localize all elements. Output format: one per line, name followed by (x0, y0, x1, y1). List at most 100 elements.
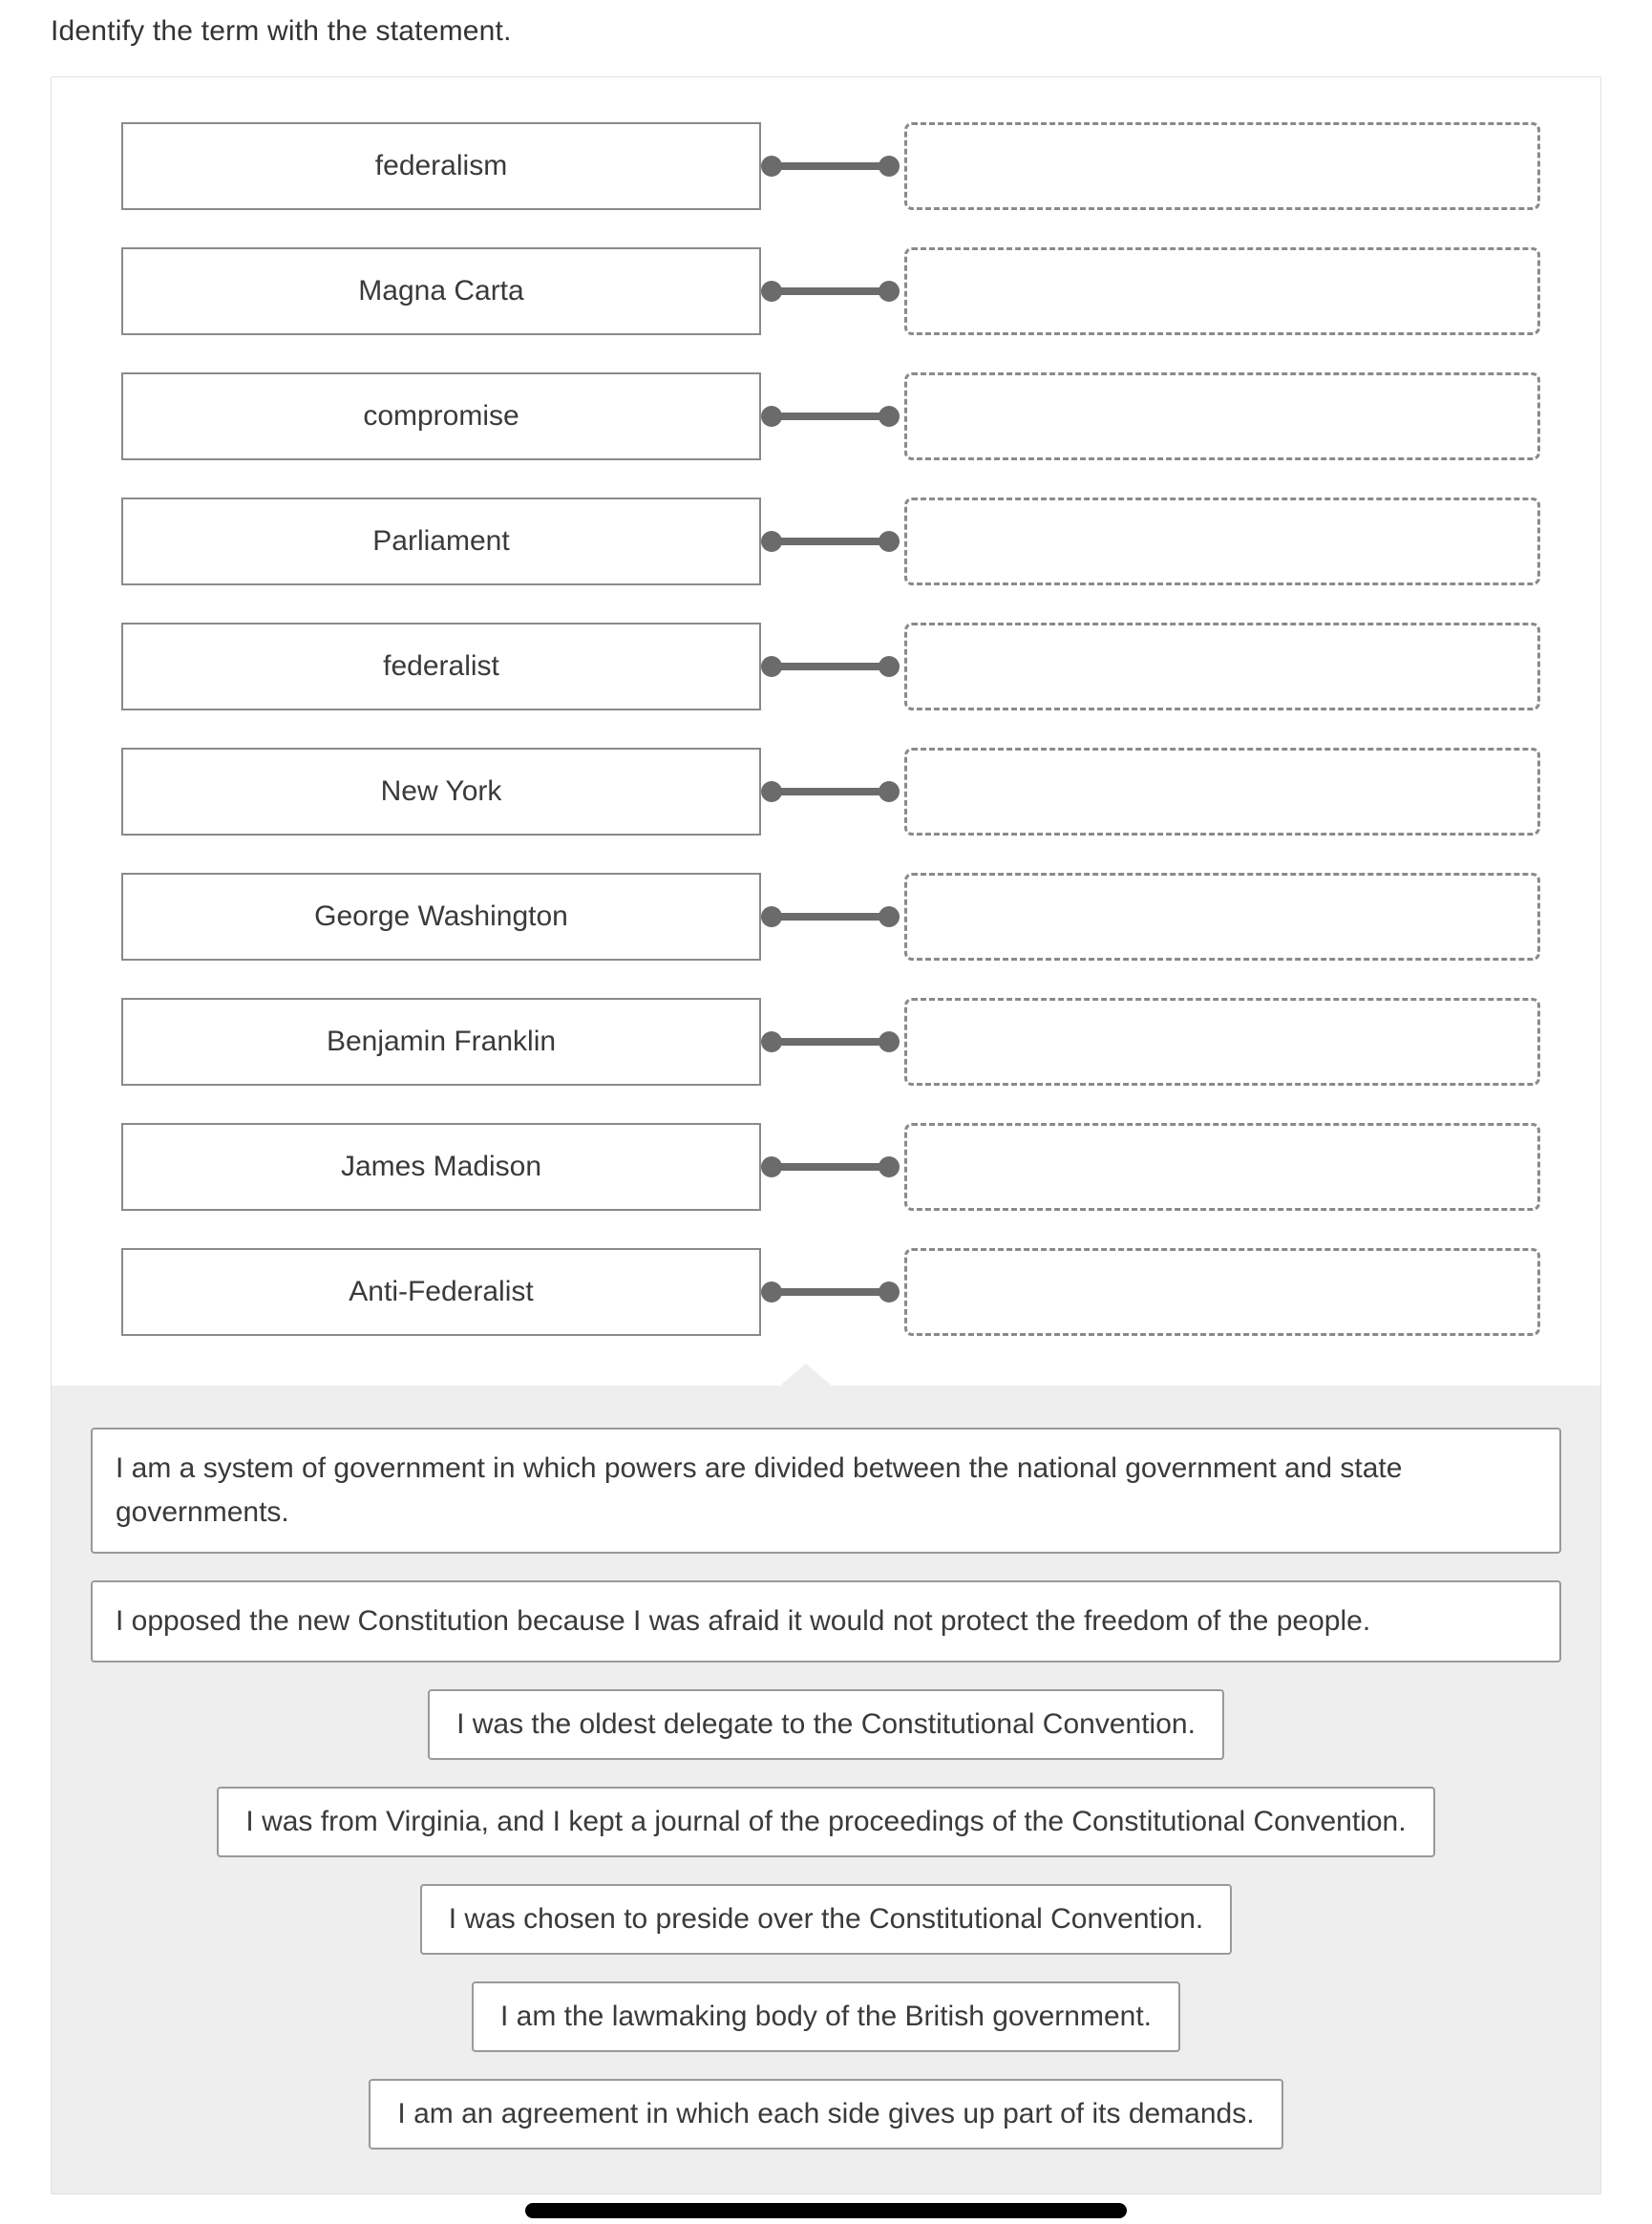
match-connector (761, 998, 904, 1086)
connector-dot-left (761, 156, 782, 177)
connector-dot-right (879, 906, 900, 927)
answer-drop-slot[interactable] (904, 372, 1540, 460)
term-box: federalism (121, 122, 761, 210)
connector-line (772, 1038, 889, 1046)
connector-line (772, 287, 889, 295)
match-connector (761, 498, 904, 585)
connector-dot-right (879, 156, 900, 177)
match-connector (761, 122, 904, 210)
statement-card[interactable]: I opposed the new Constitution because I… (91, 1580, 1561, 1663)
match-connector (761, 372, 904, 460)
connector-line (772, 663, 889, 670)
connector-dot-left (761, 781, 782, 802)
connector-line (772, 788, 889, 795)
match-row: federalist (121, 623, 1600, 710)
connector-dot-right (879, 406, 900, 427)
answer-drop-slot[interactable] (904, 998, 1540, 1086)
term-label: New York (380, 775, 502, 807)
connector-dot-left (761, 281, 782, 302)
term-box: Parliament (121, 498, 761, 585)
connector-dot-left (761, 406, 782, 427)
term-label: George Washington (314, 900, 568, 932)
connector-dot-left (761, 656, 782, 677)
match-row: federalism (121, 122, 1600, 210)
statement-card[interactable]: I am an agreement in which each side giv… (369, 2079, 1283, 2150)
term-label: compromise (363, 400, 519, 432)
match-connector (761, 873, 904, 961)
connector-dot-right (879, 781, 900, 802)
term-label: federalism (374, 150, 508, 181)
match-connector (761, 748, 904, 836)
match-row: New York (121, 748, 1600, 836)
match-row: Magna Carta (121, 247, 1600, 335)
statement-text: I am a system of government in which pow… (116, 1452, 1403, 1528)
connector-line (772, 1163, 889, 1171)
match-row: Benjamin Franklin (121, 998, 1600, 1086)
connector-dot-right (879, 1281, 900, 1303)
answer-drop-slot[interactable] (904, 623, 1540, 710)
term-box: George Washington (121, 873, 761, 961)
answer-drop-slot[interactable] (904, 498, 1540, 585)
connector-dot-left (761, 531, 782, 552)
match-row: compromise (121, 372, 1600, 460)
statement-text: I opposed the new Constitution because I… (116, 1605, 1371, 1637)
term-label: federalist (383, 650, 499, 682)
connector-line (772, 413, 889, 420)
connector-line (772, 913, 889, 921)
term-box: James Madison (121, 1123, 761, 1211)
match-connector (761, 1123, 904, 1211)
statement-list: I am a system of government in which pow… (52, 1428, 1600, 2176)
answer-drop-slot[interactable] (904, 1123, 1540, 1211)
statement-card[interactable]: I was from Virginia, and I kept a journa… (217, 1787, 1435, 1857)
statement-card[interactable]: I was the oldest delegate to the Constit… (428, 1689, 1224, 1760)
connector-dot-right (879, 531, 900, 552)
term-box: federalist (121, 623, 761, 710)
statement-card[interactable]: I am the lawmaking body of the British g… (471, 1981, 1180, 2052)
match-row: James Madison (121, 1123, 1600, 1211)
connector-line (772, 1288, 889, 1296)
page-title: Identify the term with the statement. (51, 15, 512, 47)
matching-exercise-card: federalism Magna Carta compromise (51, 76, 1601, 2194)
term-label: Benjamin Franklin (326, 1026, 557, 1057)
home-indicator-bar (525, 2203, 1127, 2218)
match-connector (761, 1248, 904, 1336)
connector-dot-right (879, 281, 900, 302)
match-row: Anti-Federalist (121, 1248, 1600, 1336)
match-connector (761, 623, 904, 710)
term-label: James Madison (340, 1151, 542, 1182)
term-label: Magna Carta (358, 275, 524, 307)
statement-text: I was from Virginia, and I kept a journa… (245, 1806, 1407, 1837)
statement-card[interactable]: I am a system of government in which pow… (91, 1428, 1561, 1554)
match-connector (761, 247, 904, 335)
term-box: Benjamin Franklin (121, 998, 761, 1086)
match-row: Parliament (121, 498, 1600, 585)
term-box: Magna Carta (121, 247, 761, 335)
answer-drop-slot[interactable] (904, 1248, 1540, 1336)
match-row: George Washington (121, 873, 1600, 961)
connector-dot-left (761, 906, 782, 927)
answer-drop-slot[interactable] (904, 247, 1540, 335)
answer-drop-slot[interactable] (904, 748, 1540, 836)
connector-dot-right (879, 1156, 900, 1177)
term-box: compromise (121, 372, 761, 460)
answer-drop-slot[interactable] (904, 873, 1540, 961)
answer-drop-slot[interactable] (904, 122, 1540, 210)
connector-dot-left (761, 1031, 782, 1052)
tray-notch-triangle (780, 1364, 832, 1386)
statement-text: I am the lawmaking body of the British g… (499, 2001, 1152, 2032)
term-box: Anti-Federalist (121, 1248, 761, 1336)
connector-dot-left (761, 1281, 782, 1303)
statement-text: I was the oldest delegate to the Constit… (456, 1708, 1196, 1740)
connector-dot-right (879, 656, 900, 677)
connector-dot-right (879, 1031, 900, 1052)
statement-card[interactable]: I was chosen to preside over the Constit… (419, 1884, 1233, 1955)
connector-dot-left (761, 1156, 782, 1177)
term-label: Anti-Federalist (349, 1276, 534, 1307)
connector-line (772, 162, 889, 170)
term-label: Parliament (372, 525, 510, 557)
matching-area: federalism Magna Carta compromise (52, 77, 1600, 1386)
statement-text: I am an agreement in which each side giv… (397, 2098, 1255, 2129)
statement-text: I was chosen to preside over the Constit… (448, 1903, 1204, 1935)
term-box: New York (121, 748, 761, 836)
connector-line (772, 538, 889, 545)
